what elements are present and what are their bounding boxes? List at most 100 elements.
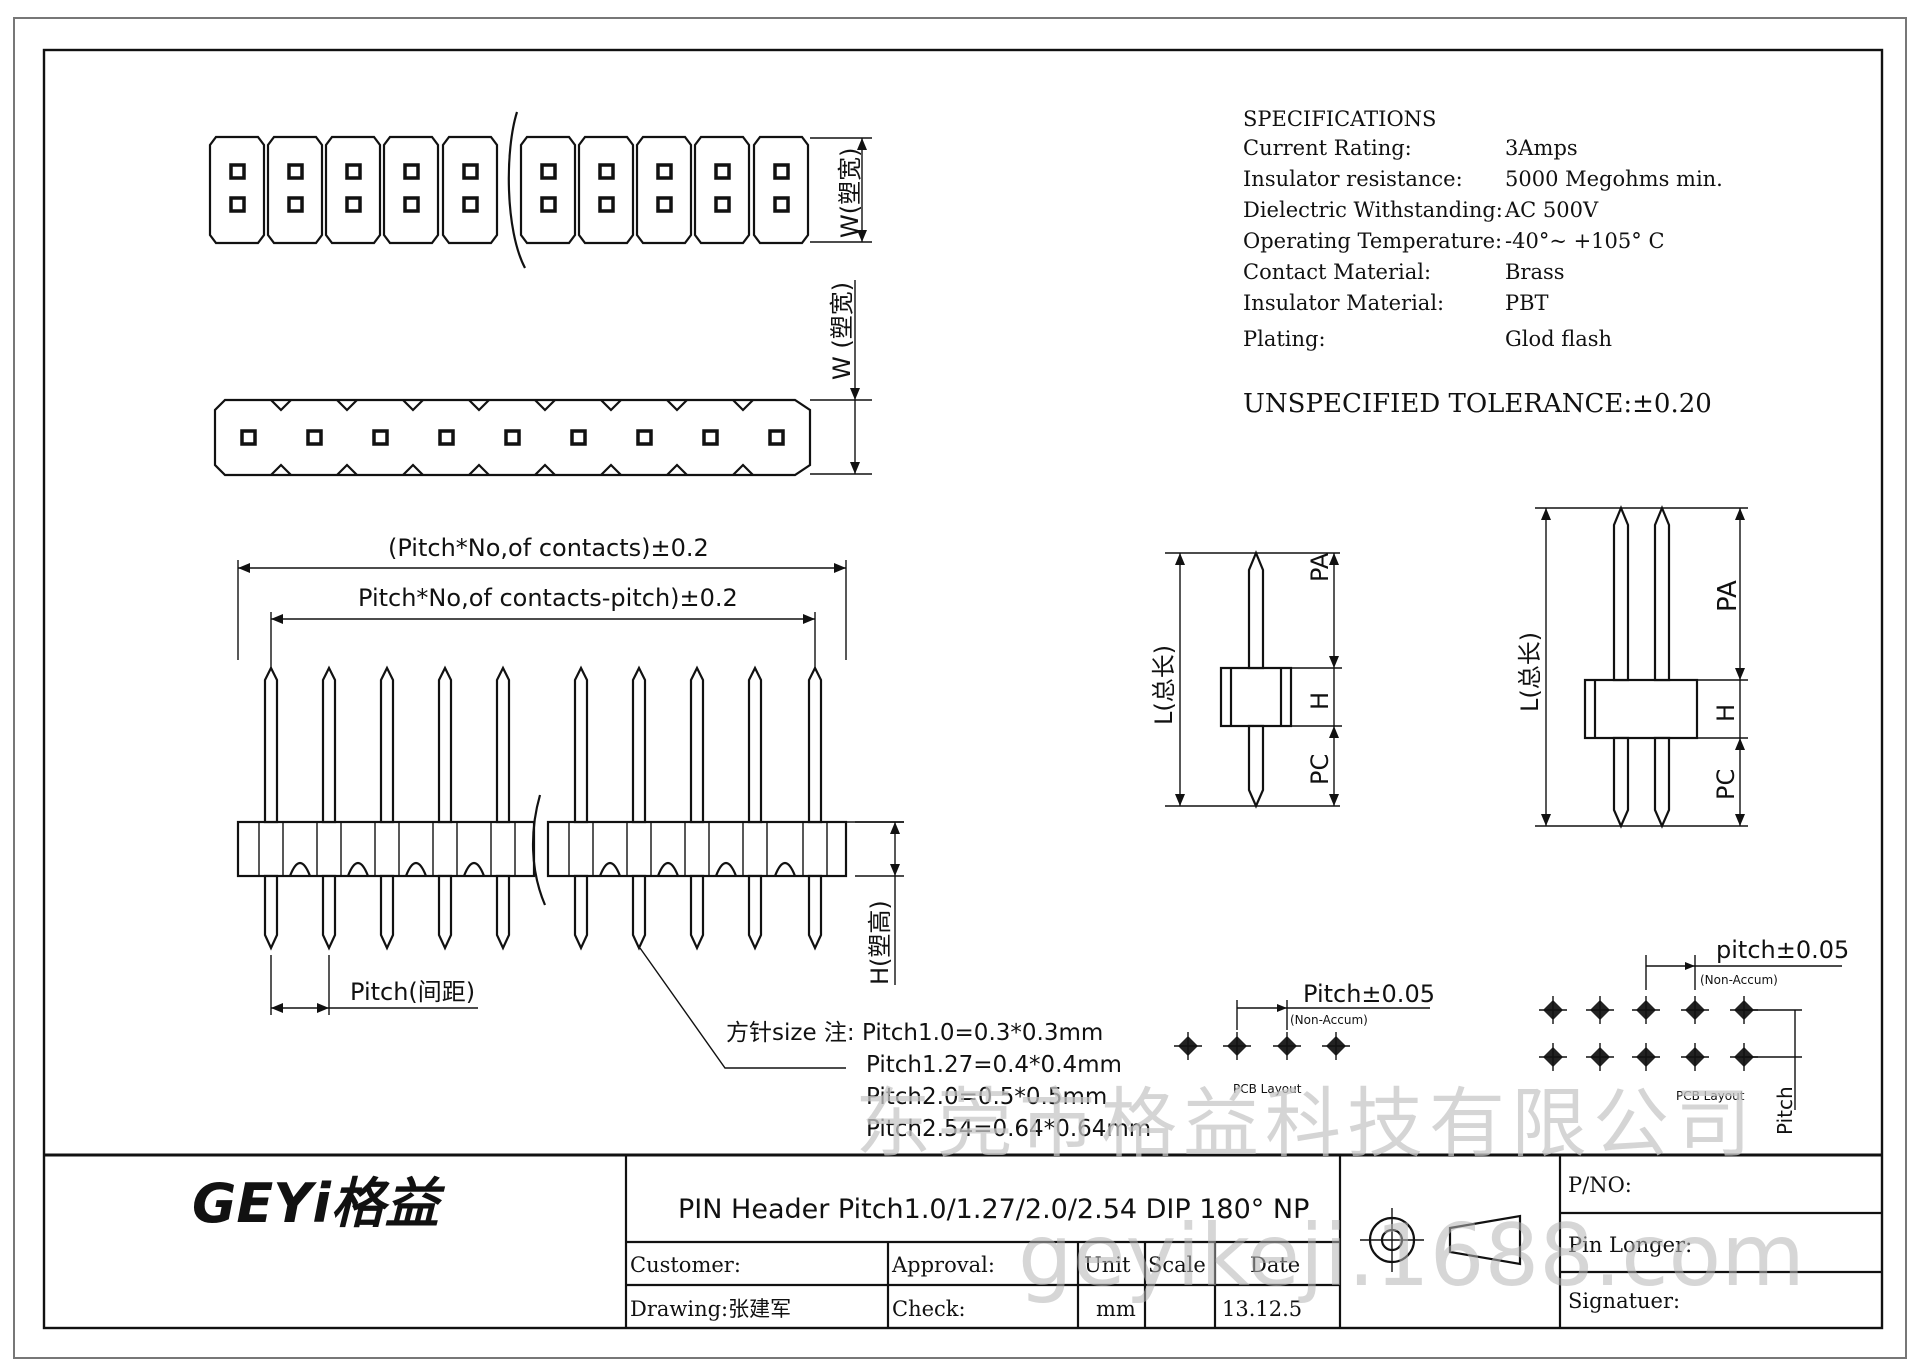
pin-lower bbox=[379, 874, 395, 951]
spec-value: Brass bbox=[1505, 260, 1565, 284]
customer-label: Customer: bbox=[630, 1253, 741, 1277]
pin-square bbox=[702, 429, 719, 446]
spec-label: Plating: bbox=[1243, 327, 1326, 351]
notch bbox=[270, 399, 292, 412]
notch bbox=[732, 399, 754, 412]
housing-cell bbox=[693, 135, 751, 245]
pin-square bbox=[504, 429, 521, 446]
pin-lower bbox=[495, 874, 511, 951]
housing-cell bbox=[635, 135, 693, 245]
unit-label: Unit bbox=[1084, 1253, 1131, 1277]
drawing-by: Drawing:张建军 bbox=[630, 1297, 791, 1321]
housing-cell bbox=[208, 135, 266, 245]
pcb-double-pitch: pitch±0.05 bbox=[1716, 936, 1849, 964]
pin-lower bbox=[807, 874, 823, 951]
pin-upper bbox=[437, 665, 453, 824]
top-view-single-row bbox=[213, 398, 812, 477]
housing-arc bbox=[462, 861, 486, 877]
notch bbox=[534, 463, 556, 476]
spec-label: Insulator resistance: bbox=[1243, 167, 1463, 191]
pcb-double-note: (Non-Accum) bbox=[1700, 973, 1778, 987]
notch bbox=[600, 399, 622, 412]
spec-value: -40°~ +105° C bbox=[1505, 229, 1665, 253]
pin-square bbox=[287, 196, 304, 213]
housing-cell bbox=[266, 135, 324, 245]
h-height-label: H(塑高) bbox=[866, 900, 894, 985]
spec-value: Glod flash bbox=[1505, 327, 1612, 351]
notch bbox=[336, 399, 358, 412]
spec-label: Dielectric Withstanding: bbox=[1243, 198, 1503, 222]
notch bbox=[468, 399, 490, 412]
pin-square bbox=[540, 196, 557, 213]
pin-square bbox=[240, 429, 257, 446]
pin-square bbox=[229, 196, 246, 213]
pin-square bbox=[636, 429, 653, 446]
housing-arc bbox=[346, 861, 370, 877]
pin-lower bbox=[631, 874, 647, 951]
spec-label: Current Rating: bbox=[1243, 136, 1412, 160]
side-view-single: L(总长) PA H PC bbox=[1150, 550, 1342, 809]
notch bbox=[666, 399, 688, 412]
pin-square bbox=[345, 196, 362, 213]
approval-label: Approval: bbox=[891, 1253, 995, 1277]
pin-lower bbox=[573, 874, 589, 951]
pin-longer-label: Pin Longer: bbox=[1568, 1233, 1692, 1257]
notch bbox=[600, 463, 622, 476]
watermark-company: 东莞市格益科技有限公司 bbox=[855, 1079, 1757, 1168]
side-single-pc: PC bbox=[1306, 754, 1334, 785]
housing-arc bbox=[598, 861, 622, 877]
pin-square bbox=[306, 429, 323, 446]
top-view-double-row bbox=[208, 135, 810, 245]
pno-label: P/NO: bbox=[1568, 1173, 1632, 1197]
pin-square bbox=[714, 196, 731, 213]
pin-square bbox=[656, 196, 673, 213]
pcb-single-pitch: Pitch±0.05 bbox=[1303, 980, 1435, 1008]
pin-square bbox=[403, 196, 420, 213]
check-label: Check: bbox=[892, 1297, 966, 1321]
housing-arc bbox=[656, 861, 680, 877]
pcb-double-caption: PCB Layout bbox=[1676, 1089, 1745, 1103]
pin-square bbox=[768, 429, 785, 446]
notch bbox=[402, 463, 424, 476]
housing-arc bbox=[714, 861, 738, 877]
pin-upper bbox=[747, 665, 763, 824]
notch bbox=[468, 463, 490, 476]
logo-text: GEYi格益 bbox=[192, 1172, 446, 1235]
pin-square bbox=[438, 429, 455, 446]
inner-length-label: Pitch*No,of contacts-pitch)±0.2 bbox=[358, 584, 738, 612]
pin-square bbox=[462, 163, 479, 180]
pin-square bbox=[570, 429, 587, 446]
top-view-single-dimension: W (塑宽) bbox=[810, 280, 872, 475]
housing-cell bbox=[577, 135, 635, 245]
pin-square bbox=[598, 163, 615, 180]
spec-label: Operating Temperature: bbox=[1243, 229, 1502, 253]
pin-size-title: 方针size 注: Pitch1.0=0.3*0.3mm bbox=[726, 1020, 1103, 1046]
inner-frame bbox=[42, 48, 1884, 1330]
pitch-label: Pitch(间距) bbox=[350, 978, 475, 1006]
watermark-site: geyikeji.1688.com bbox=[1018, 1206, 1805, 1306]
front-view bbox=[236, 665, 904, 951]
signature-label: Signatuer: bbox=[1568, 1289, 1680, 1313]
notch bbox=[270, 463, 292, 476]
notch bbox=[336, 463, 358, 476]
spec-value: 5000 Megohms min. bbox=[1505, 167, 1723, 191]
front-view-dimensions: (Pitch*No,of contacts)±0.2 Pitch*No,of c… bbox=[237, 534, 1151, 1142]
housing-cell bbox=[752, 135, 810, 245]
pin-square bbox=[656, 163, 673, 180]
spec-title: SPECIFICATIONS bbox=[1243, 107, 1436, 131]
pin-square bbox=[773, 163, 790, 180]
title-block: GEYi格益 PIN Header Pitch1.0/1.27/2.0/2.54… bbox=[44, 1153, 1882, 1328]
pin-upper bbox=[263, 665, 279, 824]
side-single-pa: PA bbox=[1306, 552, 1334, 582]
spec-value: 3Amps bbox=[1505, 136, 1578, 160]
pin-lower bbox=[321, 874, 337, 951]
break-curve-front bbox=[531, 794, 547, 906]
pin-square bbox=[598, 196, 615, 213]
pin-square bbox=[345, 163, 362, 180]
pcb-layout-double bbox=[1539, 996, 1758, 1071]
pcb-double-dimension: pitch±0.05 (Non-Accum) Pitch PCB Layout bbox=[1645, 936, 1849, 1135]
scale-label: Scale bbox=[1148, 1253, 1206, 1277]
notch bbox=[666, 463, 688, 476]
pin-lower bbox=[263, 874, 279, 951]
